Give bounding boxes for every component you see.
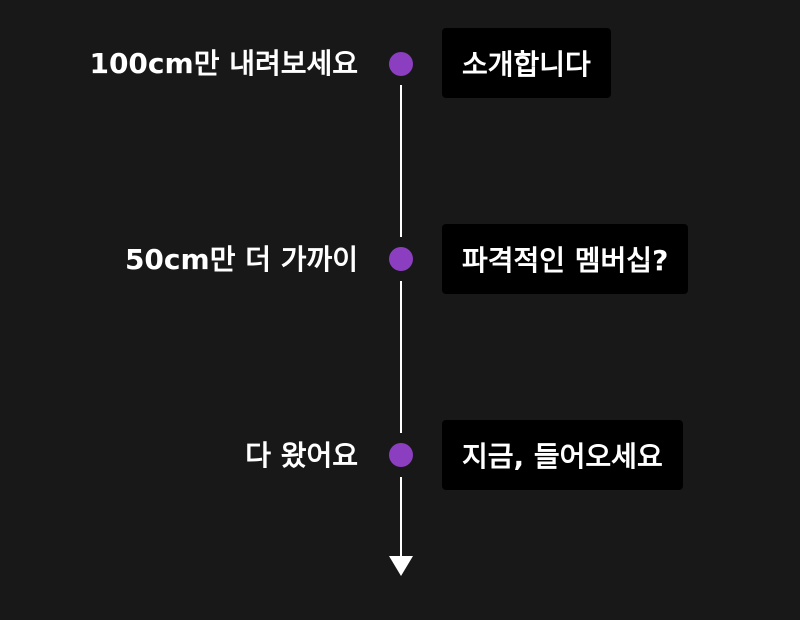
step-label: 50cm만 더 가까이 xyxy=(124,243,358,276)
step-label: 다 왔어요 xyxy=(245,439,358,472)
callout-text: 파격적인 멤버십? xyxy=(462,244,669,277)
timeline-line-segment xyxy=(400,281,402,433)
timeline-line-segment xyxy=(400,85,402,237)
timeline-line-segment xyxy=(400,477,402,559)
callout-text: 지금, 들어오세요 xyxy=(462,440,663,473)
timeline-dot xyxy=(389,52,413,76)
arrow-down-icon xyxy=(389,556,413,576)
callout-text: 소개합니다 xyxy=(462,48,591,81)
step-callout: 파격적인 멤버십? xyxy=(442,224,689,294)
step-label: 100cm만 내려보세요 xyxy=(89,47,358,80)
step-callout: 소개합니다 xyxy=(442,28,611,98)
timeline-dot xyxy=(389,443,413,467)
timeline-dot xyxy=(389,247,413,271)
step-callout: 지금, 들어오세요 xyxy=(442,420,683,490)
